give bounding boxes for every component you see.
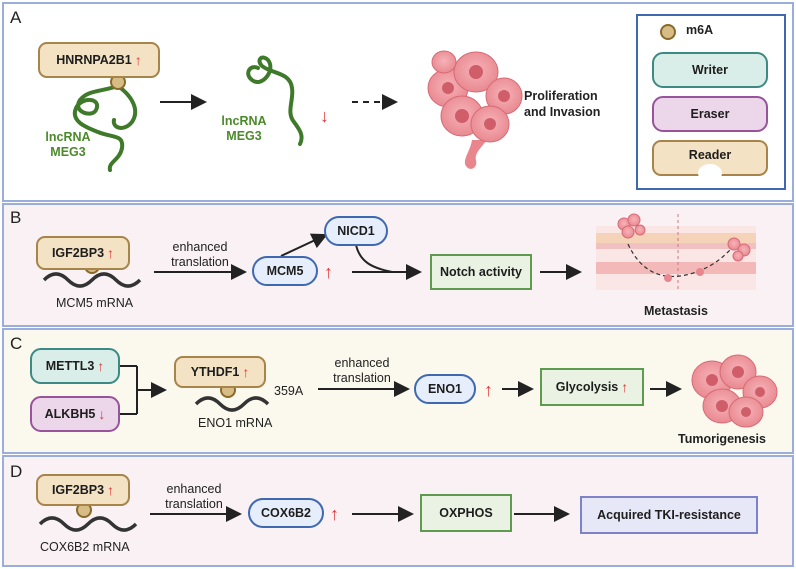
ythdf1-label: YTHDF1 xyxy=(190,365,240,379)
igf2bp3-reader-box-d: IGF2BP3↑ xyxy=(36,474,130,506)
panel-a-letter: A xyxy=(10,8,22,27)
ythdf1-reader-box: YTHDF1↑ xyxy=(174,356,266,388)
mettl3-writer-box: METTL3↑ xyxy=(30,348,120,384)
cox6b2-protein: COX6B2 xyxy=(248,498,324,528)
mrna-d xyxy=(38,516,138,532)
lncrna-label-1: lncRNA MEG3 xyxy=(45,130,91,159)
tumorigenesis-label: Tumorigenesis xyxy=(678,432,766,446)
mrna-b xyxy=(42,272,142,288)
lncrna-strand-1 xyxy=(72,84,125,172)
m6a-legend-icon xyxy=(660,24,676,40)
site-359a-label: 359A xyxy=(274,384,304,398)
mcm5-protein: MCM5 xyxy=(252,256,318,286)
nicd1-protein: NICD1 xyxy=(324,216,388,246)
metastasis-illustration xyxy=(596,213,756,290)
panel-d-letter: D xyxy=(10,462,23,481)
arrow-up-icon: ↑ xyxy=(107,482,115,498)
mcm5-mrna-label: MCM5 mRNA xyxy=(56,296,134,310)
notch-activity-box: Notch activity xyxy=(430,254,532,290)
panel-b-letter: B xyxy=(10,208,22,227)
igf2bp3-label-d: IGF2BP3 xyxy=(51,483,105,497)
tki-resistance-box: Acquired TKI-resistance xyxy=(580,496,758,534)
panel-a xyxy=(2,2,794,202)
arrow-down-icon: ↓ xyxy=(320,106,329,126)
translation-label-d: enhanced translation xyxy=(165,482,223,511)
arrow-up-icon: ↑ xyxy=(324,262,333,282)
eno1-protein: ENO1 xyxy=(414,374,476,404)
translation-label-c: enhanced translation xyxy=(333,356,391,385)
arrow-up-icon: ↑ xyxy=(242,364,250,380)
cox6b2-mrna-label: COX6B2 mRNA xyxy=(40,540,130,554)
translation-label-b: enhanced translation xyxy=(171,240,229,269)
alkbh5-eraser-box: ALKBH5↓ xyxy=(30,396,120,432)
tumor-cluster-a xyxy=(427,50,523,169)
glycolysis-box: Glycolysis↑ xyxy=(540,368,644,406)
hnrnpa2b1-reader-box: HNRNPA2B1↑ xyxy=(38,42,160,78)
arrow-up-icon: ↑ xyxy=(134,52,142,68)
arrow-up-icon: ↑ xyxy=(484,380,493,400)
oxphos-box: OXPHOS xyxy=(420,494,512,532)
tumor-cluster-c xyxy=(691,354,778,428)
metastasis-label: Metastasis xyxy=(644,304,708,318)
arrow-up-icon: ↑ xyxy=(107,245,115,261)
hnrnpa2b1-label: HNRNPA2B1 xyxy=(56,53,132,67)
arrow-up-icon: ↑ xyxy=(330,504,339,524)
panel-c-letter: C xyxy=(10,334,23,353)
outcome-a: Proliferation and Invasion xyxy=(524,89,601,119)
mrna-c xyxy=(194,396,270,412)
alkbh5-label: ALKBH5 xyxy=(44,407,96,421)
reader-pocket-icon xyxy=(698,164,722,182)
lncrna-label-2: lncRNA MEG3 xyxy=(221,114,267,143)
arrow-up-icon: ↑ xyxy=(97,358,105,374)
legend-m6a-label: m6A xyxy=(686,23,714,37)
arrow-up-icon: ↑ xyxy=(621,379,629,395)
igf2bp3-label-b: IGF2BP3 xyxy=(51,246,105,260)
lncrna-strand-2 xyxy=(246,55,304,146)
legend-eraser: Eraser xyxy=(652,96,768,132)
glycolysis-label: Glycolysis xyxy=(555,380,619,394)
legend-writer: Writer xyxy=(652,52,768,88)
arrow-down-icon: ↓ xyxy=(98,406,106,422)
mettl3-label: METTL3 xyxy=(45,359,95,373)
eno1-mrna-label: ENO1 mRNA xyxy=(198,416,273,430)
igf2bp3-reader-box-b: IGF2BP3↑ xyxy=(36,236,130,270)
